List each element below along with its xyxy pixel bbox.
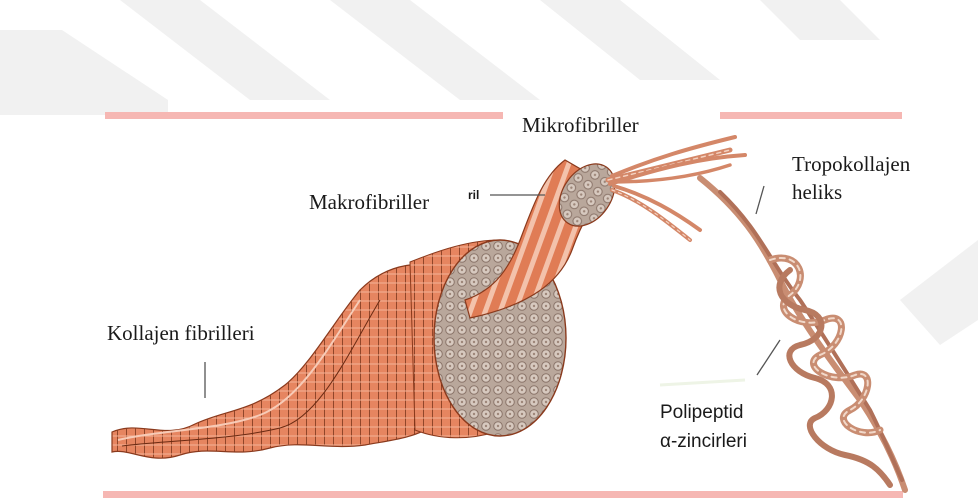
label-ril-fragment: ril [468,188,479,202]
label-polipeptid: Polipeptid [660,402,743,425]
label-kollajen-fibrilleri: Kollajen fibrilleri [107,321,255,346]
microfibril-strands [608,137,745,240]
top-rule-left [105,112,503,119]
label-makrofibriller: Makrofibriller [309,190,429,215]
top-rule-right [720,112,902,119]
label-mikrofibriller: Mikrofibriller [522,113,639,138]
label-heliks: heliks [792,180,842,205]
bottom-rule [103,491,903,498]
label-alpha-zincirleri: α-zincirleri [660,431,747,454]
collagen-fibril-tail [112,264,440,458]
label-tropokollajen: Tropokollajen [792,152,910,177]
